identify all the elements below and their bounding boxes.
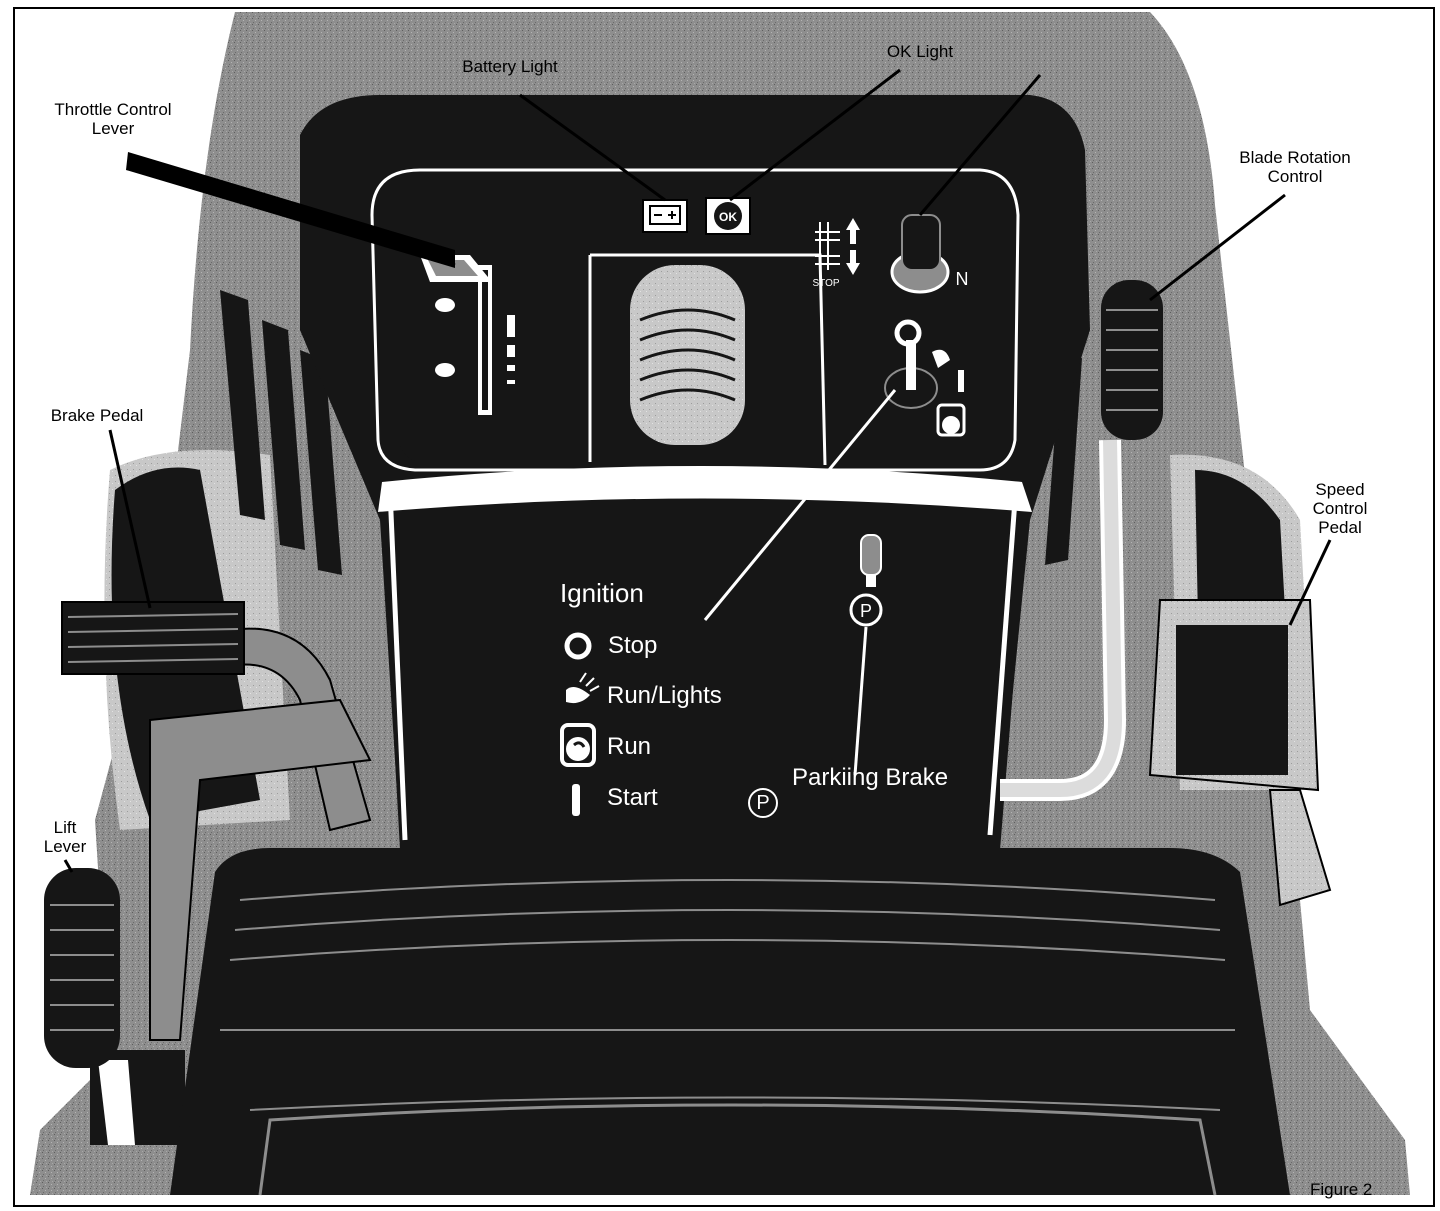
leader-blade bbox=[1149, 193, 1286, 302]
label-blade-rotation-control: Blade Rotation Control bbox=[1239, 148, 1351, 187]
ignition-switch bbox=[884, 319, 966, 437]
leader-battery bbox=[519, 93, 666, 202]
throttle-pointer bbox=[126, 152, 455, 268]
parking-brake-knob: P bbox=[849, 534, 883, 776]
down-arrow-icon bbox=[846, 250, 860, 275]
left-vents bbox=[220, 290, 342, 575]
brake-pedal bbox=[61, 601, 372, 1041]
lift-lever bbox=[44, 868, 185, 1145]
label-speed-control-pedal: Speed Control Pedal bbox=[1312, 480, 1368, 538]
ok-light: OK bbox=[705, 197, 751, 235]
center-well bbox=[630, 265, 745, 445]
blade-rotation-lever bbox=[1000, 280, 1163, 801]
label-ok-light: OK Light bbox=[886, 42, 954, 61]
leader-speed bbox=[1288, 539, 1332, 626]
up-arrow-icon bbox=[846, 218, 860, 244]
ring-icon bbox=[564, 632, 592, 660]
blade-switch: STOP N bbox=[812, 214, 969, 294]
ignition-run-label: Run bbox=[607, 733, 652, 760]
ignition-title: Ignition bbox=[560, 578, 644, 608]
leader-lift bbox=[63, 859, 74, 873]
blade-stop-text: STOP bbox=[812, 278, 839, 289]
ok-indicator-text: OK bbox=[719, 210, 737, 224]
ignition-legend-icons bbox=[560, 632, 600, 816]
leader-lines-white bbox=[703, 389, 897, 621]
label-battery-light: Battery Light bbox=[462, 57, 558, 76]
parking-symbol: P bbox=[860, 601, 872, 621]
leader-brake bbox=[108, 429, 152, 609]
battery-light bbox=[642, 199, 688, 233]
leader-ignition bbox=[703, 389, 897, 621]
ignition-start-label: Start bbox=[607, 784, 658, 811]
ignition-run-lights-label: Run/Lights bbox=[607, 682, 722, 709]
figure-label: Figure 2 bbox=[1310, 1180, 1373, 1199]
headlight-icon bbox=[566, 686, 590, 704]
neutral-mark: N bbox=[956, 269, 969, 289]
parking-brake-label: Parkiing Brake bbox=[792, 764, 949, 791]
parking-brake-symbol: P bbox=[738, 764, 788, 818]
parking-circle-icon: P bbox=[748, 788, 778, 818]
right-vents bbox=[1045, 358, 1082, 565]
leader-key bbox=[918, 74, 1042, 216]
label-lift-lever: Lift Lever bbox=[43, 818, 87, 857]
rotate-arrow-icon bbox=[560, 723, 596, 767]
label-brake-pedal: Brake Pedal bbox=[50, 406, 144, 425]
leader-ok bbox=[729, 68, 901, 202]
ignition-stop-label: Stop bbox=[608, 632, 658, 659]
label-throttle-control-lever: Throttle Control Lever bbox=[54, 100, 172, 139]
bar-icon bbox=[572, 784, 580, 816]
speed-control-pedal bbox=[1148, 599, 1332, 907]
panel-chrome-trim bbox=[378, 466, 1032, 512]
seat bbox=[170, 848, 1290, 1196]
